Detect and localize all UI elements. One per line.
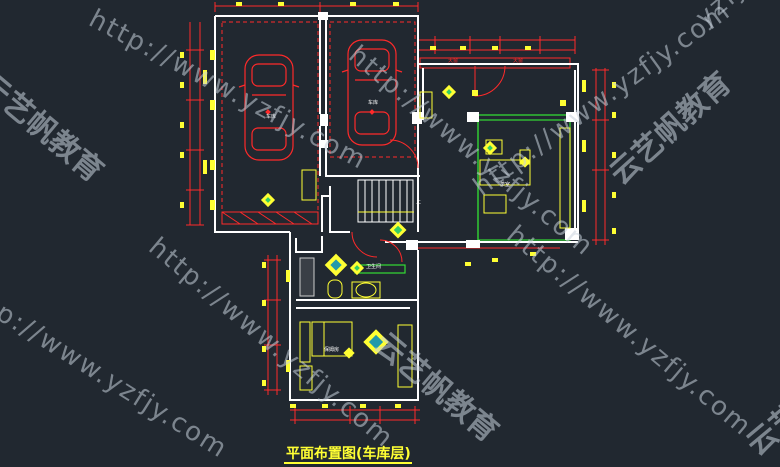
dimension-lines <box>186 2 609 424</box>
garage-cars <box>238 39 403 161</box>
staircase <box>357 179 414 223</box>
drawing-title: 平面布置图(车库层) <box>286 446 411 462</box>
furniture <box>299 91 571 391</box>
label-bedroom: 保姆房 <box>324 346 339 353</box>
walls <box>214 15 579 401</box>
door-swings <box>351 65 506 263</box>
room-labels: 车库 车库 茶室 上 卫生间 保姆房 天窗 天窗 <box>266 57 523 353</box>
label-stair: 上 <box>416 198 421 205</box>
wall-columns <box>318 12 578 250</box>
label-bathroom: 卫生间 <box>366 263 381 270</box>
title-underline <box>284 462 412 464</box>
label-skylight-1: 天窗 <box>448 57 458 64</box>
green-partition-lines <box>354 114 571 274</box>
label-tea-room: 茶室 <box>500 181 510 188</box>
label-skylight-2: 天窗 <box>513 57 523 64</box>
label-garage-right: 车库 <box>368 99 378 106</box>
label-garage-left: 车库 <box>266 113 276 120</box>
window-markers <box>180 2 616 408</box>
